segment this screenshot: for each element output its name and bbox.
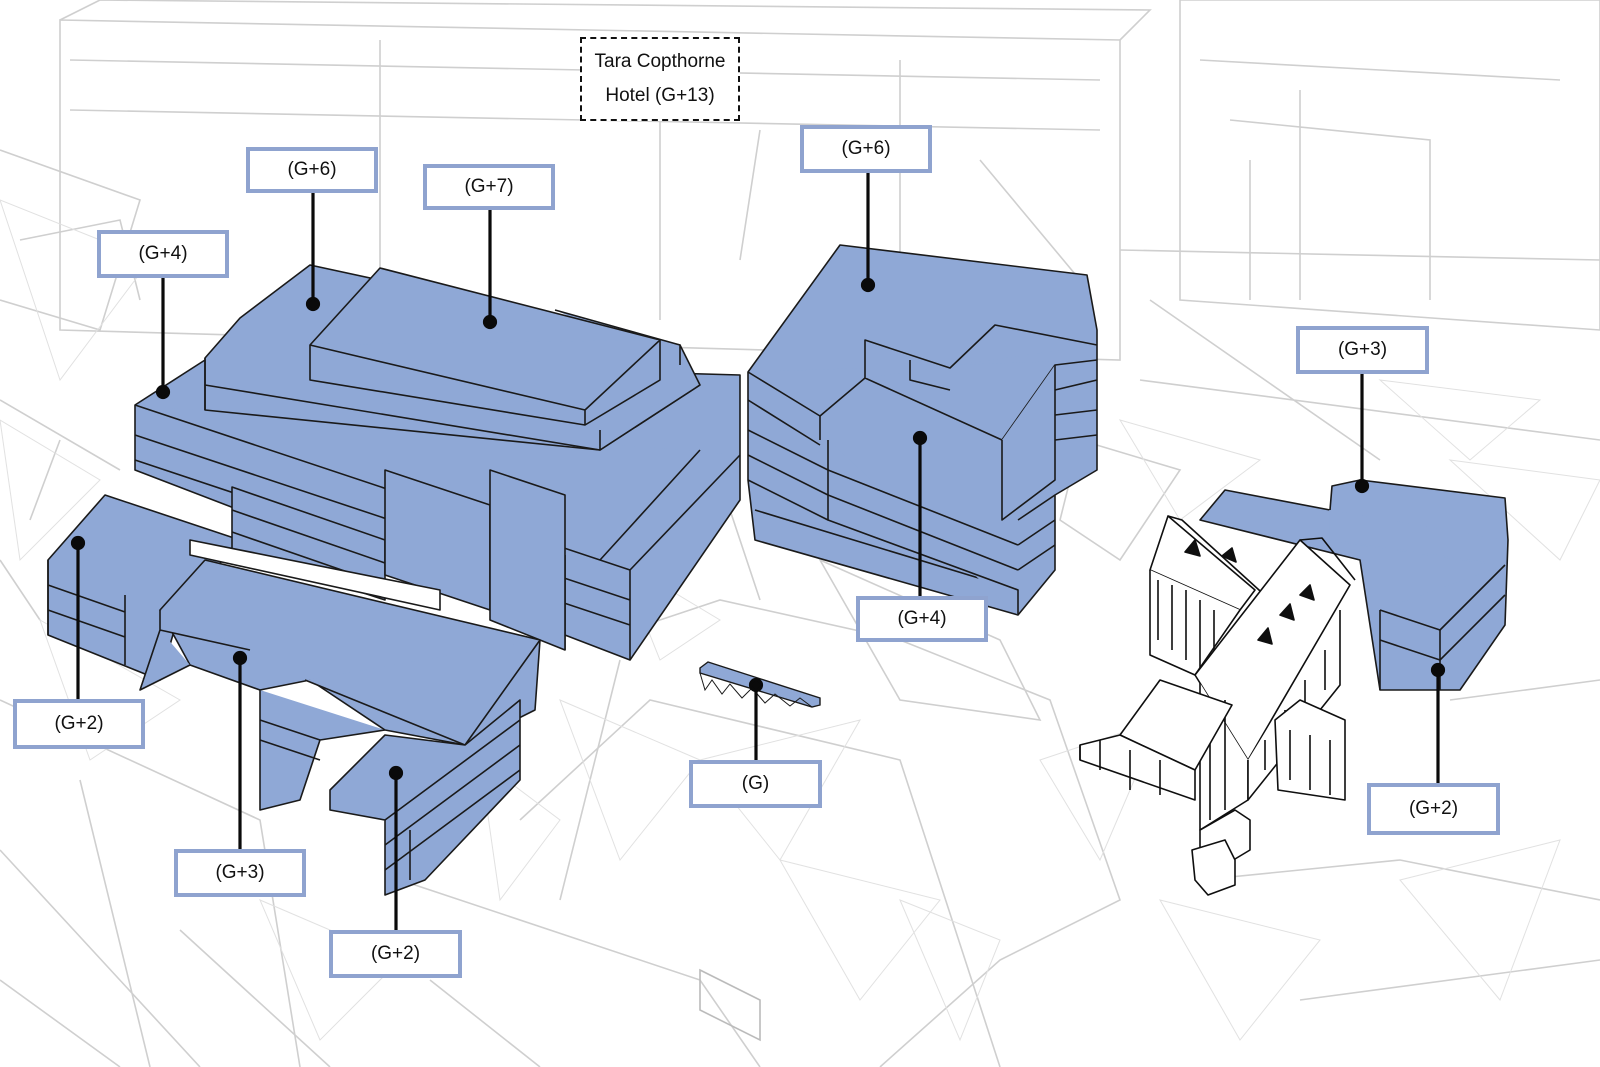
hotel-reference-line2: Hotel (G+13) xyxy=(605,85,715,106)
callout-west-g7: (G+7) xyxy=(423,164,555,210)
hotel-reference-line1: Tara Copthorne xyxy=(594,51,726,72)
historic-building-icon xyxy=(1079,515,1356,896)
callout-central-g6: (G+6) xyxy=(800,125,932,173)
leader-dot-west-g6 xyxy=(305,296,321,312)
callout-pavilion-g: (G) xyxy=(689,760,822,808)
east-massing-block xyxy=(1199,479,1509,691)
leader-dot-east-g2 xyxy=(1430,662,1446,678)
leader-dot-west-g2-front xyxy=(388,765,404,781)
leader-dot-central-g4 xyxy=(912,430,928,446)
leader-dot-central-g6 xyxy=(860,277,876,293)
leader-lines xyxy=(70,170,1446,930)
callout-east-g3: (G+3) xyxy=(1296,326,1429,374)
leader-dot-east-g3 xyxy=(1354,478,1370,494)
callout-west-g2-front: (G+2) xyxy=(329,930,462,978)
hotel-reference-label: Tara Copthorne Hotel (G+13) xyxy=(580,37,740,121)
callout-west-g3: (G+3) xyxy=(174,849,306,897)
leader-dot-west-g3 xyxy=(232,650,248,666)
callout-west-g6: (G+6) xyxy=(246,147,378,193)
callout-east-g2: (G+2) xyxy=(1367,783,1500,835)
callout-west-g4: (G+4) xyxy=(97,230,229,278)
leader-dot-pavilion-g xyxy=(748,677,764,693)
west-massing-block xyxy=(47,264,741,896)
central-massing-block xyxy=(747,244,1098,616)
leader-dot-west-g4 xyxy=(155,384,171,400)
callout-west-g2-left: (G+2) xyxy=(13,699,145,749)
leader-dot-west-g7 xyxy=(482,314,498,330)
leader-dot-west-g2-left xyxy=(70,535,86,551)
callout-central-g4: (G+4) xyxy=(856,596,988,642)
